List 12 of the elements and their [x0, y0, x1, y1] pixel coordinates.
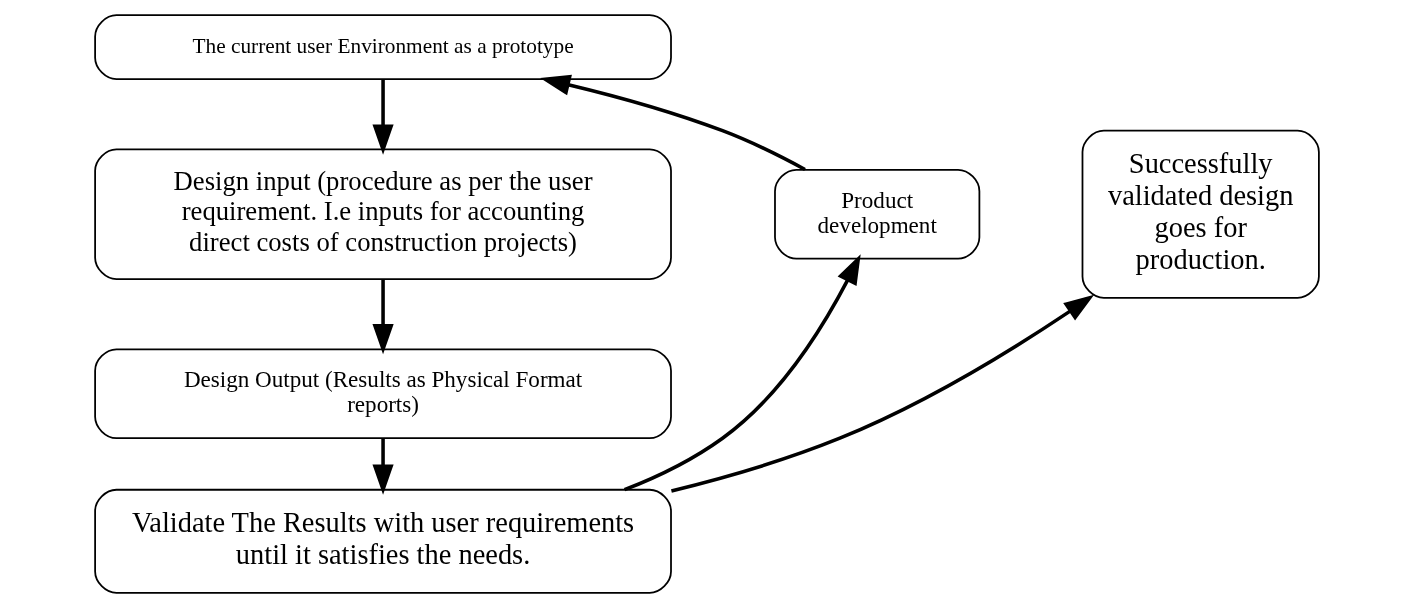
arrow — [372, 279, 394, 355]
node-box: Validate The Results with user requirements until it satisfies the needs. — [94, 488, 672, 594]
arrow — [671, 294, 1095, 493]
arrow — [372, 438, 394, 495]
arrow — [623, 254, 861, 492]
node-box: Successfully validated design goes for production. — [1081, 129, 1320, 299]
node-box: Design Output (Results as Physical Format reports) — [94, 348, 672, 440]
node-box: Product development — [774, 168, 981, 260]
node-box: The current user Environment as a prototype — [94, 14, 672, 81]
arrow — [540, 74, 806, 172]
arrow — [372, 79, 394, 155]
node-box: Design input (procedure as per the user requirement. I.e inputs for accounting direct costs of construction projects) — [94, 148, 672, 280]
